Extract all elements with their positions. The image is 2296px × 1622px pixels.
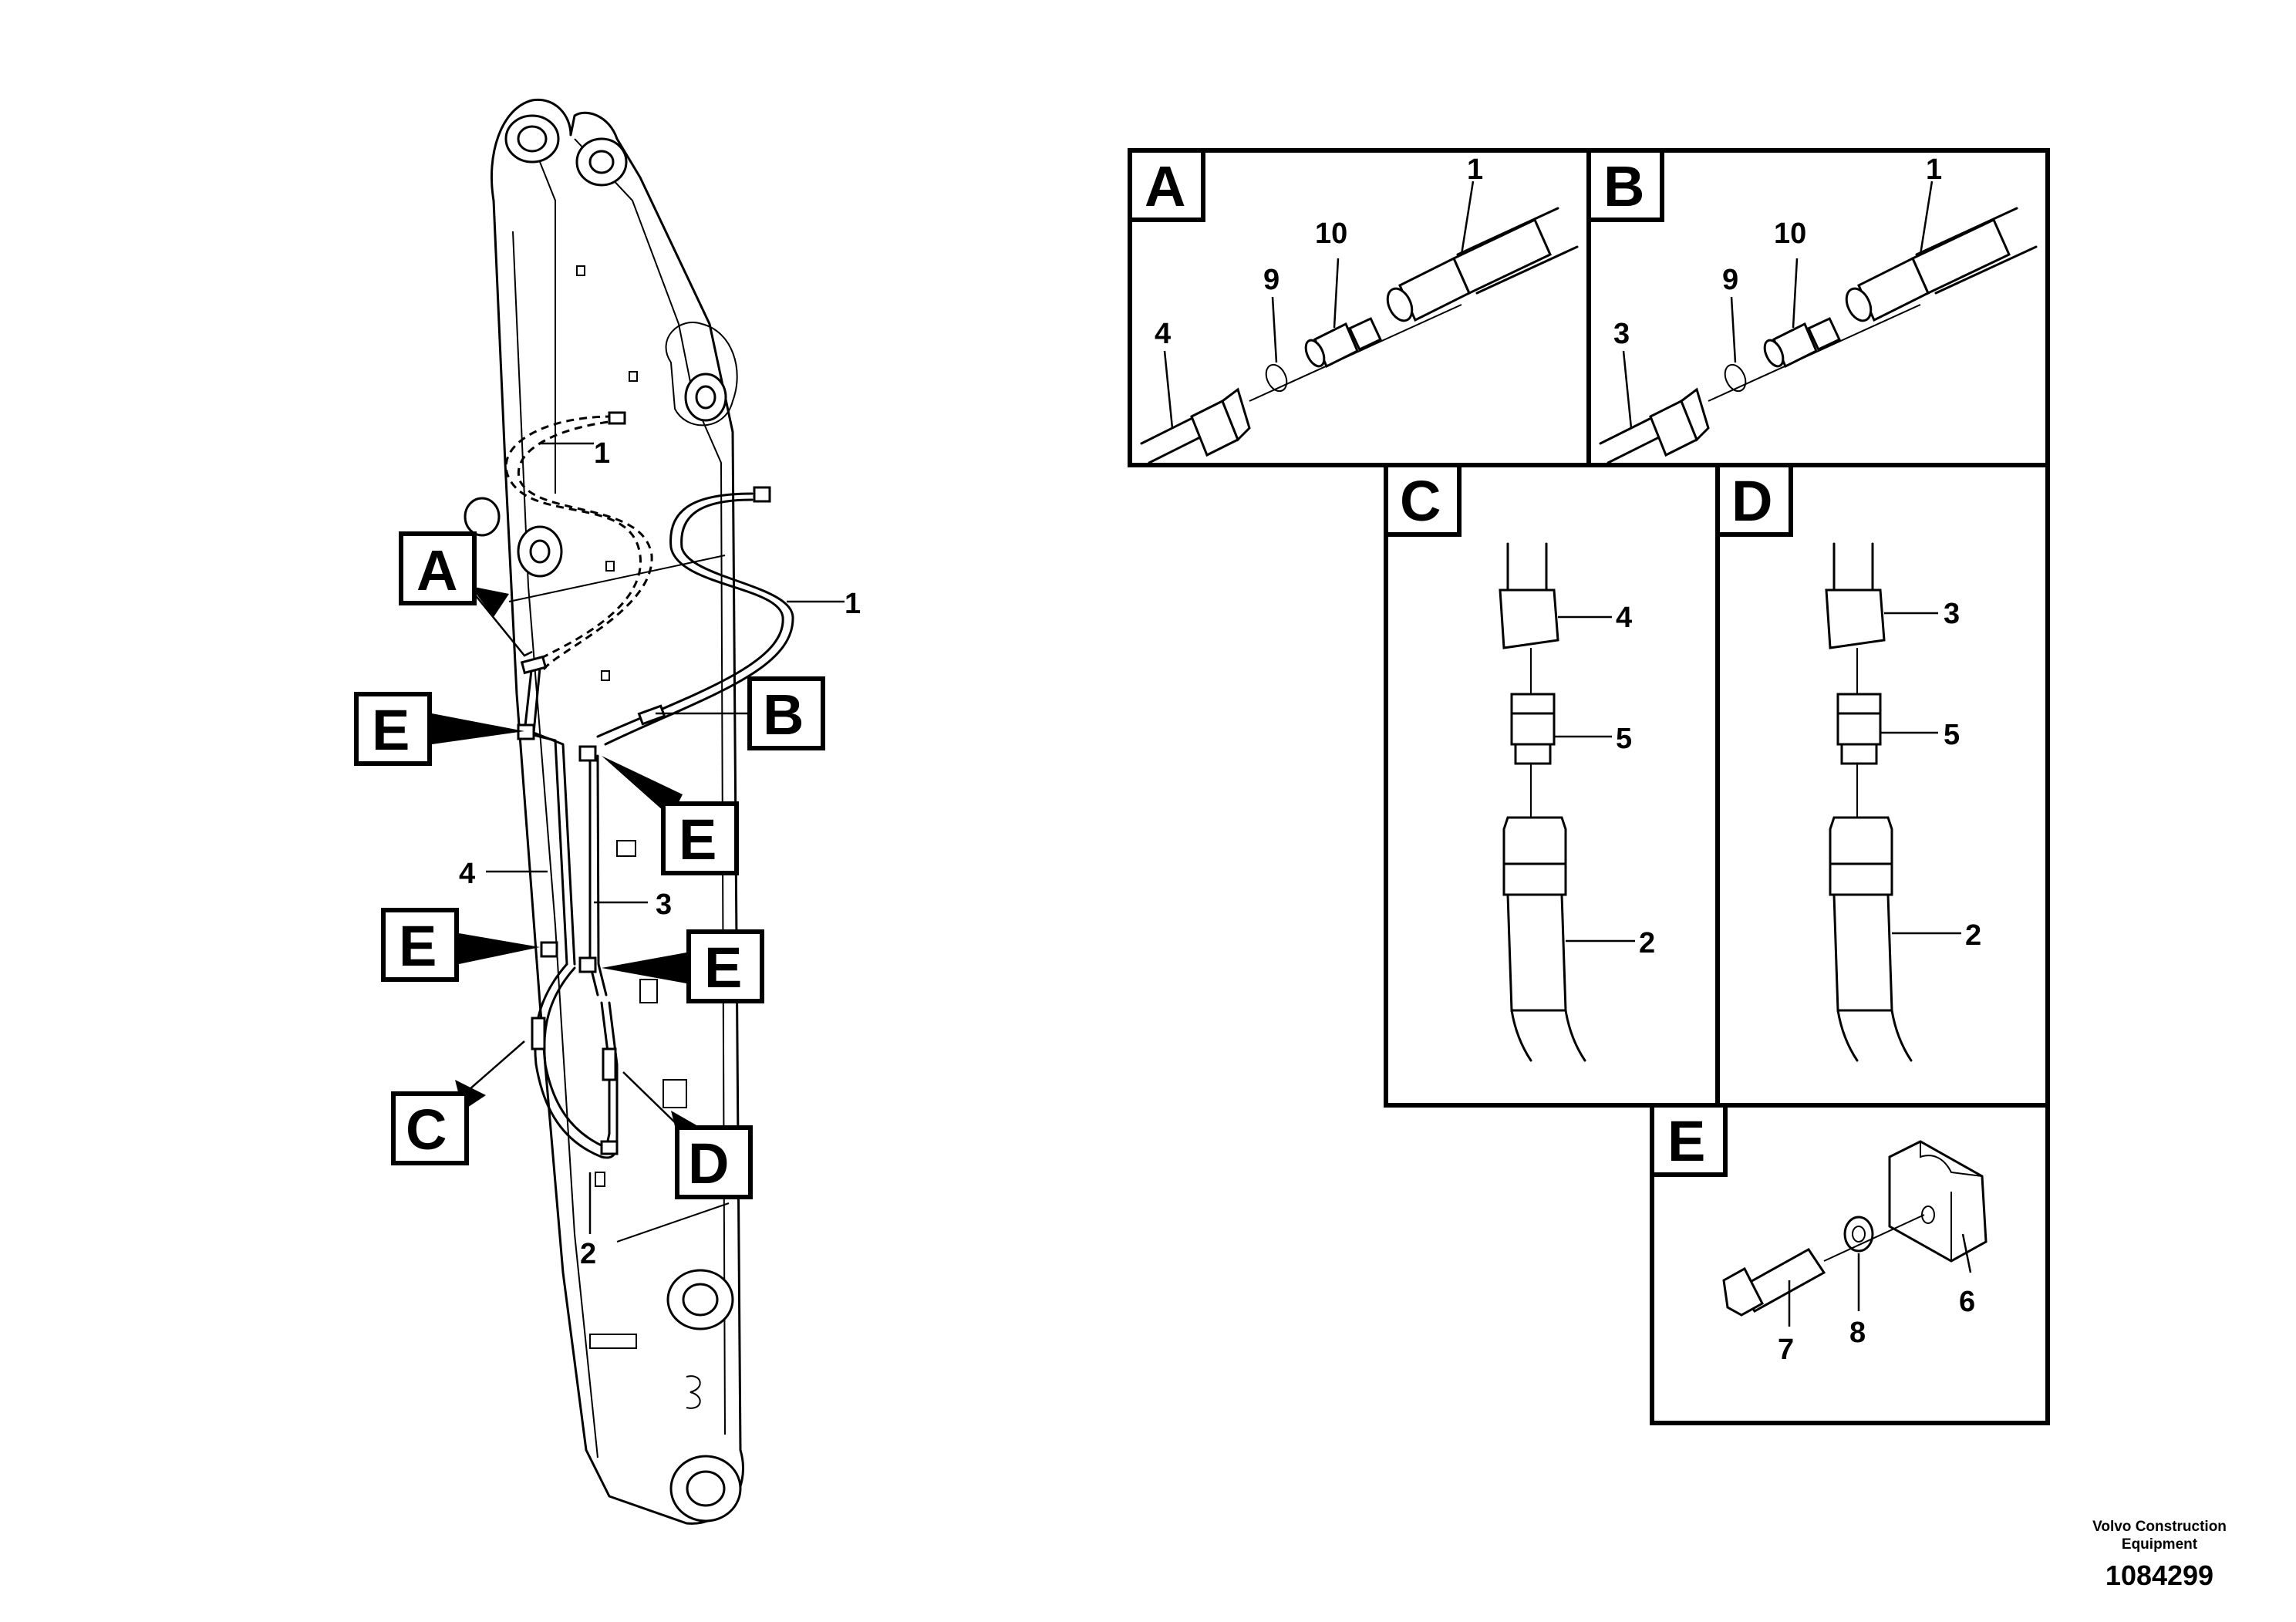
part-number: 1084299 — [2106, 1560, 2213, 1591]
callout-3: 3 — [656, 889, 672, 921]
panel-a-callout-9: 9 — [1263, 264, 1279, 296]
panel-c-label: C — [1400, 469, 1441, 533]
label-c: C — [406, 1098, 447, 1162]
panel-e-callout-6: 6 — [1959, 1286, 1975, 1318]
boom-arm — [464, 98, 744, 1525]
panel-a-callout-1: 1 — [1467, 153, 1483, 186]
panel-a-callout-10: 10 — [1315, 218, 1347, 250]
label-e-3: E — [399, 914, 437, 978]
callout-1-top: 1 — [594, 437, 610, 470]
panel-c-callout-2: 2 — [1639, 927, 1655, 959]
panel-b: B 1 10 9 3 — [1586, 148, 2050, 467]
panel-c-callout-5: 5 — [1616, 723, 1632, 755]
callout-1-right: 1 — [845, 588, 861, 620]
label-e-2: E — [679, 808, 716, 872]
panel-a-label: A — [1145, 154, 1185, 218]
panel-e-callout-8: 8 — [1849, 1317, 1866, 1349]
panel-b-label: B — [1603, 154, 1644, 218]
panel-d-label: D — [1731, 469, 1772, 533]
panel-e: E 6 7 8 — [1650, 1103, 2050, 1425]
callout-2: 2 — [580, 1238, 596, 1270]
panel-e-label: E — [1667, 1109, 1705, 1173]
panel-d-callout-3: 3 — [1944, 598, 1960, 630]
brand-line-2: Equipment — [2122, 1536, 2198, 1553]
panel-a-callout-4: 4 — [1155, 318, 1171, 350]
panel-e-callout-7: 7 — [1778, 1334, 1794, 1366]
panel-b-callout-10: 10 — [1774, 218, 1806, 250]
label-e-1: E — [372, 698, 410, 762]
panel-d-callout-2: 2 — [1965, 919, 1981, 952]
label-e-4: E — [704, 936, 742, 1000]
panel-d-callout-5: 5 — [1944, 719, 1960, 751]
hose-assembly — [504, 411, 794, 1159]
footer: Volvo Construction Equipment 1084299 — [2092, 1519, 2227, 1591]
brand-line-1: Volvo Construction — [2092, 1519, 2227, 1535]
callout-4: 4 — [459, 858, 475, 890]
panel-a: A 1 10 9 4 — [1128, 148, 1591, 467]
label-d: D — [688, 1131, 729, 1195]
label-b: B — [763, 683, 804, 747]
panel-b-callout-3: 3 — [1613, 318, 1630, 350]
panel-b-callout-9: 9 — [1722, 264, 1738, 296]
panel-c-callout-4: 4 — [1616, 602, 1632, 634]
label-a: A — [416, 538, 457, 602]
panel-b-callout-1: 1 — [1926, 153, 1942, 186]
panel-c: C 4 5 2 — [1384, 463, 1720, 1108]
panel-d: D 3 5 2 — [1715, 463, 2050, 1108]
main-callouts: 1 1 4 3 2 A B E E E E — [354, 437, 861, 1270]
